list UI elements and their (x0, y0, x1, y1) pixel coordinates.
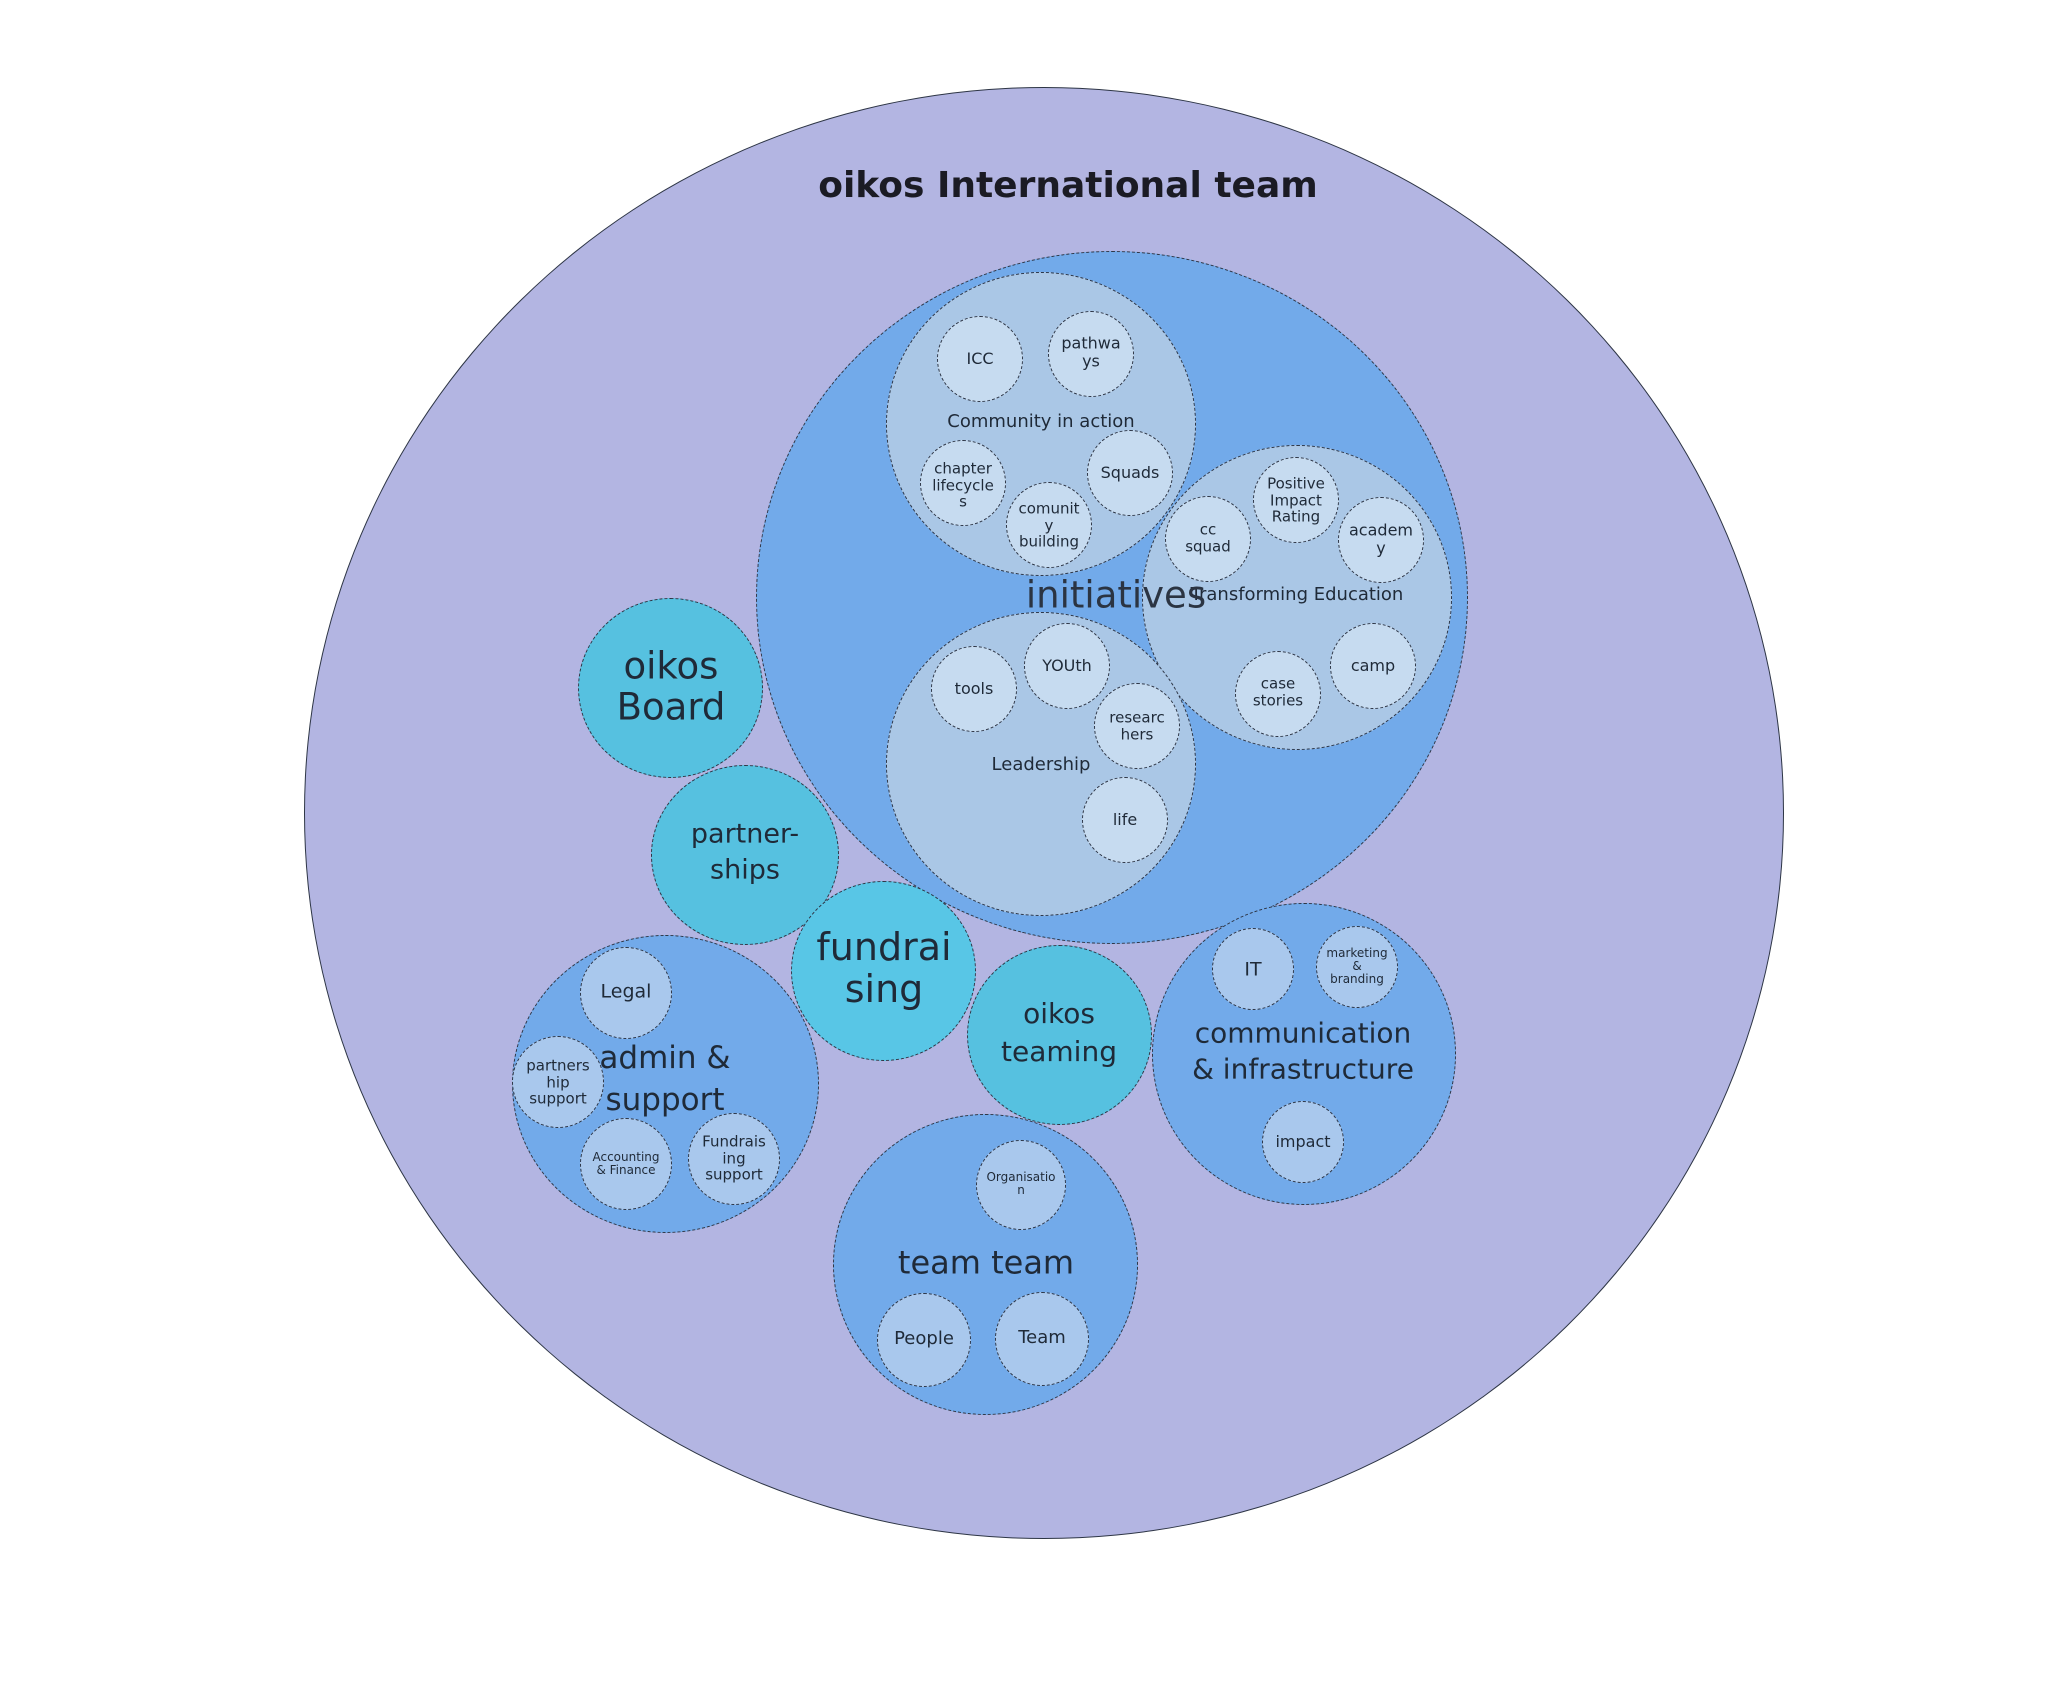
pathways-label: pathwa ys (1061, 333, 1121, 370)
people-label: People (894, 1328, 954, 1350)
life-circle[interactable] (1082, 777, 1168, 863)
academy-circle[interactable] (1338, 497, 1424, 583)
marketing-branding-label: marketing & branding (1326, 946, 1388, 987)
cc-squad-label: cc squad (1185, 520, 1231, 555)
youth-label: YOUth (1042, 656, 1092, 676)
partnerships-circle[interactable] (651, 765, 839, 945)
youth-circle[interactable] (1024, 623, 1110, 709)
chapter-lifecycles-circle[interactable] (920, 440, 1006, 526)
accounting-finance-label: Accounting & Finance (592, 1149, 660, 1177)
oikos-board-circle[interactable] (578, 598, 763, 778)
initiatives-label: initiatives (1025, 573, 1207, 617)
researchers-label: researc hers (1109, 708, 1165, 743)
fundraising-support-label: Fundrais ing support (702, 1132, 766, 1184)
marketing-branding-circle[interactable] (1316, 926, 1398, 1008)
community-in-action-circle[interactable] (886, 272, 1196, 576)
cc-squad-circle[interactable] (1165, 496, 1251, 582)
accounting-finance-circle[interactable] (580, 1118, 672, 1210)
organisation-circle[interactable] (976, 1140, 1066, 1230)
squads-circle[interactable] (1087, 430, 1173, 516)
icc-circle[interactable] (937, 316, 1023, 402)
oikos-board-label: oikos Board (616, 644, 726, 728)
fundraising-label: fundrai sing (816, 925, 952, 1011)
partnership-support-circle[interactable] (512, 1036, 604, 1128)
organisation-label: Organisatio n (986, 1169, 1056, 1197)
fundraising-circle[interactable] (791, 881, 976, 1061)
researchers-circle[interactable] (1094, 683, 1180, 769)
diagram-title: oikos International team (818, 165, 1318, 207)
legal-circle[interactable] (580, 947, 672, 1039)
leadership-label: Leadership (991, 754, 1091, 776)
oikos-teaming-label: oikos teaming (1001, 997, 1117, 1068)
chapter-lifecycles-label: chapter lifecycle s (932, 459, 994, 511)
case-stories-circle[interactable] (1235, 651, 1321, 737)
it-circle[interactable] (1212, 928, 1294, 1010)
squads-label: Squads (1100, 463, 1160, 483)
case-stories-label: case stories (1252, 674, 1304, 709)
tools-circle[interactable] (931, 646, 1017, 732)
positive-impact-rating-circle[interactable] (1253, 457, 1339, 543)
impact-label: impact (1275, 1132, 1331, 1152)
partnership-support-label: partners hip support (526, 1056, 590, 1108)
life-label: life (1112, 810, 1138, 830)
team-team-label: team team (897, 1243, 1075, 1282)
icc-label: ICC (966, 349, 994, 369)
admin-support-label: admin & support (599, 1040, 731, 1118)
transforming-education-label: Transforming Education (1190, 584, 1404, 606)
tools-label: tools (954, 679, 994, 699)
camp-circle[interactable] (1330, 623, 1416, 709)
comunity-building-label: comunit y building (1018, 499, 1080, 551)
comunity-building-circle[interactable] (1006, 482, 1092, 568)
team-circle[interactable] (995, 1292, 1089, 1386)
communication-infrastructure-label: communication & infrastructure (1192, 1016, 1414, 1086)
academy-label: academ y (1349, 520, 1413, 557)
positive-impact-rating-label: Positive Impact Rating (1267, 474, 1325, 526)
impact-circle[interactable] (1262, 1101, 1344, 1183)
oikos-teaming-circle[interactable] (967, 945, 1152, 1125)
people-circle[interactable] (877, 1293, 971, 1387)
legal-label: Legal (600, 980, 652, 1003)
community-in-action-label: Community in action (947, 411, 1135, 433)
pathways-circle[interactable] (1048, 311, 1134, 397)
team-label: Team (1018, 1327, 1066, 1349)
fundraising-support-circle[interactable] (688, 1113, 780, 1205)
it-label: IT (1244, 958, 1262, 981)
camp-label: camp (1350, 656, 1396, 676)
partnerships-label: partner- ships (690, 818, 800, 886)
